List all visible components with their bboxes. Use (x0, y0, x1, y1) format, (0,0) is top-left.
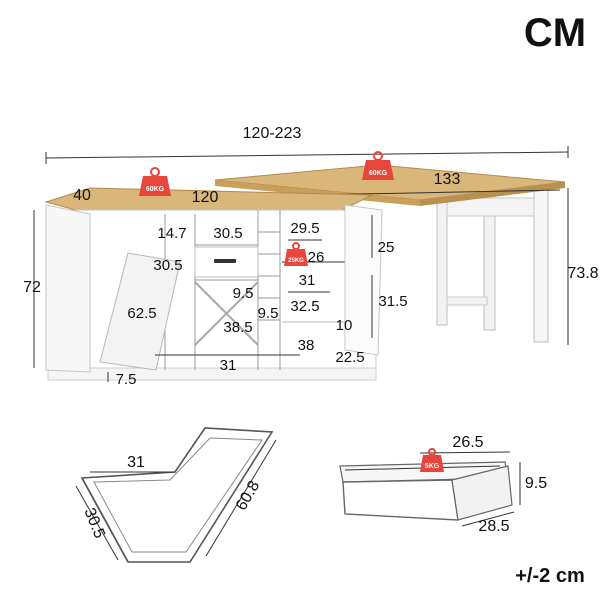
right-upper-height-label: 25 (378, 239, 395, 256)
drawer-width-label: 30.5 (213, 225, 242, 242)
svg-text:5KG: 5KG (425, 463, 440, 470)
bin-height-label: 62.5 (127, 305, 156, 322)
base-left-label: 7.5 (116, 371, 137, 388)
bin-detail-width-label: 31 (127, 454, 145, 471)
tilt-out-bin (99, 252, 181, 371)
slot-b-label: 9.5 (258, 305, 279, 322)
load-badge-shelf: 25KG (284, 242, 308, 266)
right-upper-depth-label: 26 (308, 249, 325, 266)
height-right-label: 73.8 (567, 265, 598, 282)
right-upper-width-label: 29.5 (290, 220, 319, 237)
total-width-dimension: 120-223 (45, 125, 569, 164)
right-mid-height-label: 32.5 (290, 298, 319, 315)
load-badge-top-right: 60KG (362, 151, 394, 180)
svg-text:60KG: 60KG (369, 170, 388, 177)
desk: 133 73.8 (214, 164, 599, 345)
cabinet-right-door (344, 204, 383, 356)
tolerance-label: +/-2 cm (515, 565, 584, 587)
load-badge-drawer: 5KG (420, 448, 444, 472)
right-lower-depth-label: 10 (336, 317, 353, 334)
depth-label: 40 (73, 187, 91, 204)
drawer-detail-width-label: 26.5 (452, 434, 483, 451)
svg-text:25KG: 25KG (288, 258, 304, 264)
desk-apron (446, 197, 535, 217)
drawer-detail-height-label: 9.5 (525, 475, 547, 492)
right-base-width-label: 22.5 (335, 349, 364, 366)
right-base-depth-label: 38 (298, 337, 315, 354)
desk-leg-right (533, 189, 549, 343)
slot-a-label: 9.5 (233, 285, 254, 302)
right-lower-height-label: 31.5 (378, 293, 407, 310)
drawer-handle (214, 259, 236, 263)
desk-top-width-label: 133 (434, 171, 461, 188)
bin-detail: 31 30.5 60.8 (75, 427, 277, 563)
cabinet-base (47, 367, 377, 381)
total-width-label: 120-223 (243, 125, 302, 142)
unit-label: CM (524, 11, 586, 55)
drawer-detail-front (342, 479, 459, 521)
load-badge-top-left: 60KG (139, 167, 171, 196)
cabinet-width-label: 120 (192, 189, 219, 206)
svg-text:60KG: 60KG (146, 186, 165, 193)
height-left-label: 72 (23, 279, 41, 296)
cabinet (44, 187, 383, 381)
desk-leg-left (436, 194, 448, 326)
wine-x-height-label: 38.5 (223, 319, 252, 336)
bin-width-label: 30.5 (153, 257, 182, 274)
shelf-width-label: 14.7 (157, 225, 186, 242)
right-mid-width-label: 31 (299, 272, 316, 289)
desk-stretcher (446, 296, 488, 306)
drawer-detail-depth-label: 28.5 (478, 518, 509, 535)
wine-base-label: 31 (220, 357, 237, 374)
desk-top-edge (215, 180, 420, 206)
drawer-detail: 26.5 9.5 28.5 5KG (339, 434, 547, 535)
